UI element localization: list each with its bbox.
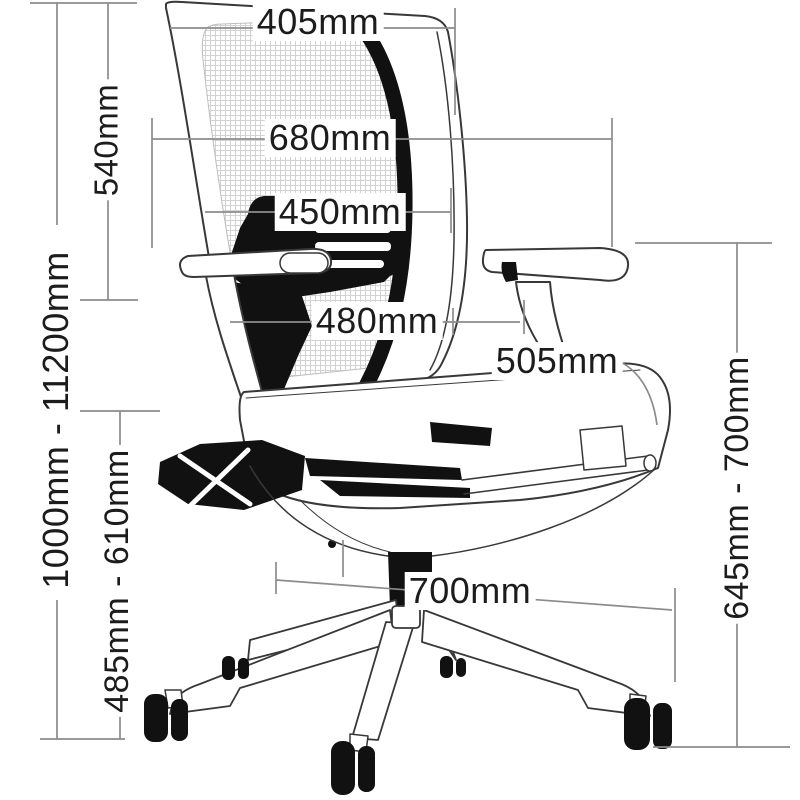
- underseat-strip-1: [305, 458, 462, 480]
- dim-label-back-width-lumbar: 450mm: [274, 193, 406, 231]
- dim-lines-seat-height: [80, 410, 160, 739]
- right-armrest-pad: [481, 247, 630, 282]
- armrest-seat-bracket: [579, 425, 627, 471]
- dim-label-seat-width: 480mm: [311, 302, 443, 340]
- dim-lines-base-diameter: [275, 540, 676, 682]
- dim-lines-overall-height: [30, 2, 137, 740]
- caster-forks: [164, 689, 647, 753]
- base-legs: [169, 599, 651, 741]
- underseat-strip-3: [430, 422, 492, 446]
- dim-lines-armrest-height: [635, 242, 790, 748]
- backrest-frame-inner-line: [429, 31, 455, 371]
- dim-label-base-diameter: 700mm: [404, 572, 536, 610]
- dim-label-seat-height-range: 485mm - 610mm: [98, 445, 136, 717]
- chair: [144, 0, 672, 795]
- dim-label-overall-height-range: 1000mm - 11200mm: [35, 247, 76, 593]
- underseat-strip-2: [320, 480, 470, 498]
- dim-label-back-width-top: 405mm: [252, 3, 384, 41]
- right-armrest-lever: [501, 262, 518, 282]
- dim-label-back-height: 540mm: [88, 79, 125, 201]
- dim-label-seat-depth: 505mm: [491, 342, 623, 380]
- dim-label-armrest-height-range: 645mm - 700mm: [718, 352, 756, 624]
- casters: [144, 656, 672, 795]
- underseat-bracket: [158, 440, 305, 510]
- dim-label-armrest-span: 680mm: [264, 119, 396, 157]
- dim-lines-back-height: [80, 3, 138, 301]
